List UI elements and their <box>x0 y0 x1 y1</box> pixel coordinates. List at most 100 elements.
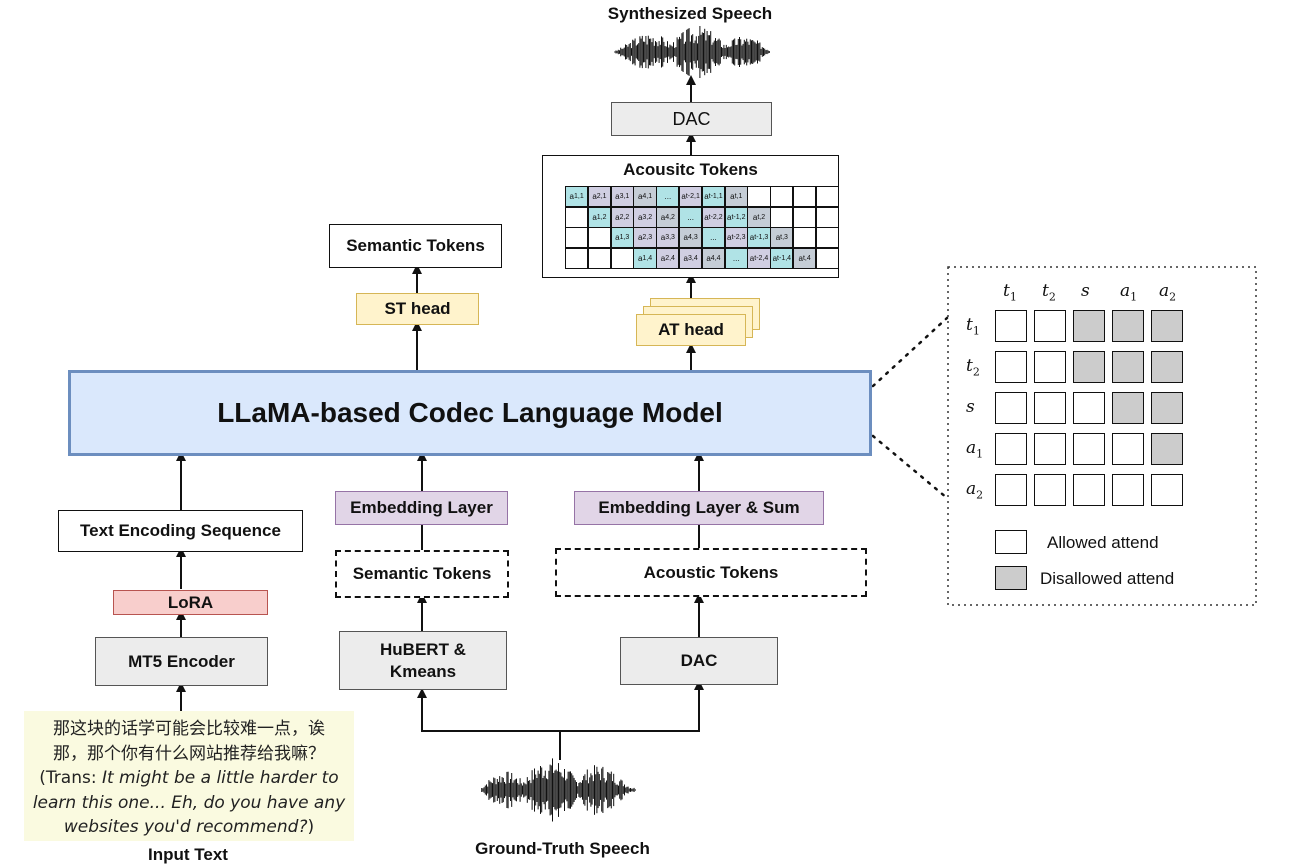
empty-token-cell <box>793 206 817 228</box>
input-line-2: 那，那个你有什么网站推荐给我嘛？ <box>53 743 325 764</box>
mt5-encoder-box: MT5 Encoder <box>95 637 268 686</box>
acoustic-token-cell: ... <box>724 247 748 269</box>
ground-truth-speech-label: Ground-Truth Speech <box>475 839 650 858</box>
empty-token-cell <box>565 247 589 269</box>
empty-token-cell <box>565 206 589 228</box>
legend-allowed-label: Allowed attend <box>1047 533 1159 552</box>
allowed-cell <box>995 310 1027 342</box>
line-gt-split <box>421 695 561 760</box>
acoustic-token-cell: ... <box>701 227 726 248</box>
empty-token-cell <box>747 186 771 207</box>
line-gt-split-right <box>560 687 700 732</box>
allowed-cell <box>995 474 1027 506</box>
empty-token-cell <box>815 186 840 207</box>
allowed-cell <box>1034 433 1066 465</box>
disallowed-cell <box>1112 392 1144 424</box>
text-encoding-sequence-box: Text Encoding Sequence <box>58 510 303 552</box>
disallowed-cell <box>1073 310 1105 342</box>
disallowed-cell <box>1151 433 1183 465</box>
attention-panel-border <box>947 266 1257 606</box>
legend-allowed-swatch <box>995 530 1027 554</box>
allowed-cell <box>1034 310 1066 342</box>
matrix-col-label: t1 <box>1003 281 1017 304</box>
allowed-cell <box>995 351 1027 383</box>
semantic-tokens-input: Semantic Tokens <box>335 550 509 598</box>
translation-line-2: learn this one... Eh, do you have any <box>32 792 346 813</box>
ground-truth-waveform <box>481 758 636 822</box>
disallowed-cell <box>1073 351 1105 383</box>
dac-encoder-box: DAC <box>620 637 778 685</box>
matrix-row-label: a2 <box>966 479 984 502</box>
synthesized-waveform <box>614 26 770 78</box>
empty-token-cell <box>770 206 794 228</box>
dac-decoder-box: DAC <box>611 102 772 136</box>
at-head-box: AT head <box>636 314 746 346</box>
allowed-cell <box>1034 351 1066 383</box>
empty-token-cell <box>587 247 612 269</box>
matrix-col-label: t2 <box>1042 281 1056 304</box>
translation-line-1: (Trans: It might be a little harder to <box>39 768 339 788</box>
matrix-row-label: a1 <box>966 438 984 461</box>
zoom-line-bottom <box>871 434 949 500</box>
allowed-cell <box>1073 474 1105 506</box>
allowed-cell <box>995 433 1027 465</box>
disallowed-cell <box>1151 392 1183 424</box>
matrix-col-label: a2 <box>1159 281 1177 304</box>
lora-box: LoRA <box>113 590 268 615</box>
synthesized-speech-label: Synthesized Speech <box>607 4 773 23</box>
empty-token-cell <box>815 227 840 248</box>
allowed-cell <box>1073 433 1105 465</box>
empty-token-cell <box>815 247 840 269</box>
acoustic-token-cell: ... <box>656 186 680 207</box>
input-line-1: 那这块的话学可能会比较难一点，诶 <box>53 719 325 739</box>
input-text-caption: Input Text <box>148 845 228 864</box>
acoustic-tokens-title: Acousitc Tokens <box>623 160 758 179</box>
allowed-cell <box>1151 474 1183 506</box>
acoustic-tokens-input: Acoustic Tokens <box>555 548 867 597</box>
matrix-col-label: s <box>1081 281 1090 301</box>
allowed-cell <box>1034 392 1066 424</box>
allowed-cell <box>1073 392 1105 424</box>
allowed-cell <box>1112 433 1144 465</box>
embedding-sum-box: Embedding Layer & Sum <box>574 491 824 525</box>
empty-token-cell <box>793 186 817 207</box>
empty-token-cell <box>770 186 794 207</box>
acoustic-token-cell: ... <box>679 206 703 228</box>
allowed-cell <box>1034 474 1066 506</box>
allowed-cell <box>1112 474 1144 506</box>
empty-token-cell <box>815 206 840 228</box>
disallowed-cell <box>1112 351 1144 383</box>
semantic-tokens-output: Semantic Tokens <box>329 224 502 268</box>
st-head-box: ST head <box>356 293 479 325</box>
zoom-line-top <box>871 316 949 388</box>
llama-codec-lm: LLaMA-based Codec Language Model <box>68 370 872 456</box>
empty-token-cell <box>610 247 634 269</box>
hubert-kmeans-box: HuBERT & Kmeans <box>339 631 507 690</box>
matrix-col-label: a1 <box>1120 281 1138 304</box>
embedding-layer-box: Embedding Layer <box>335 491 508 525</box>
